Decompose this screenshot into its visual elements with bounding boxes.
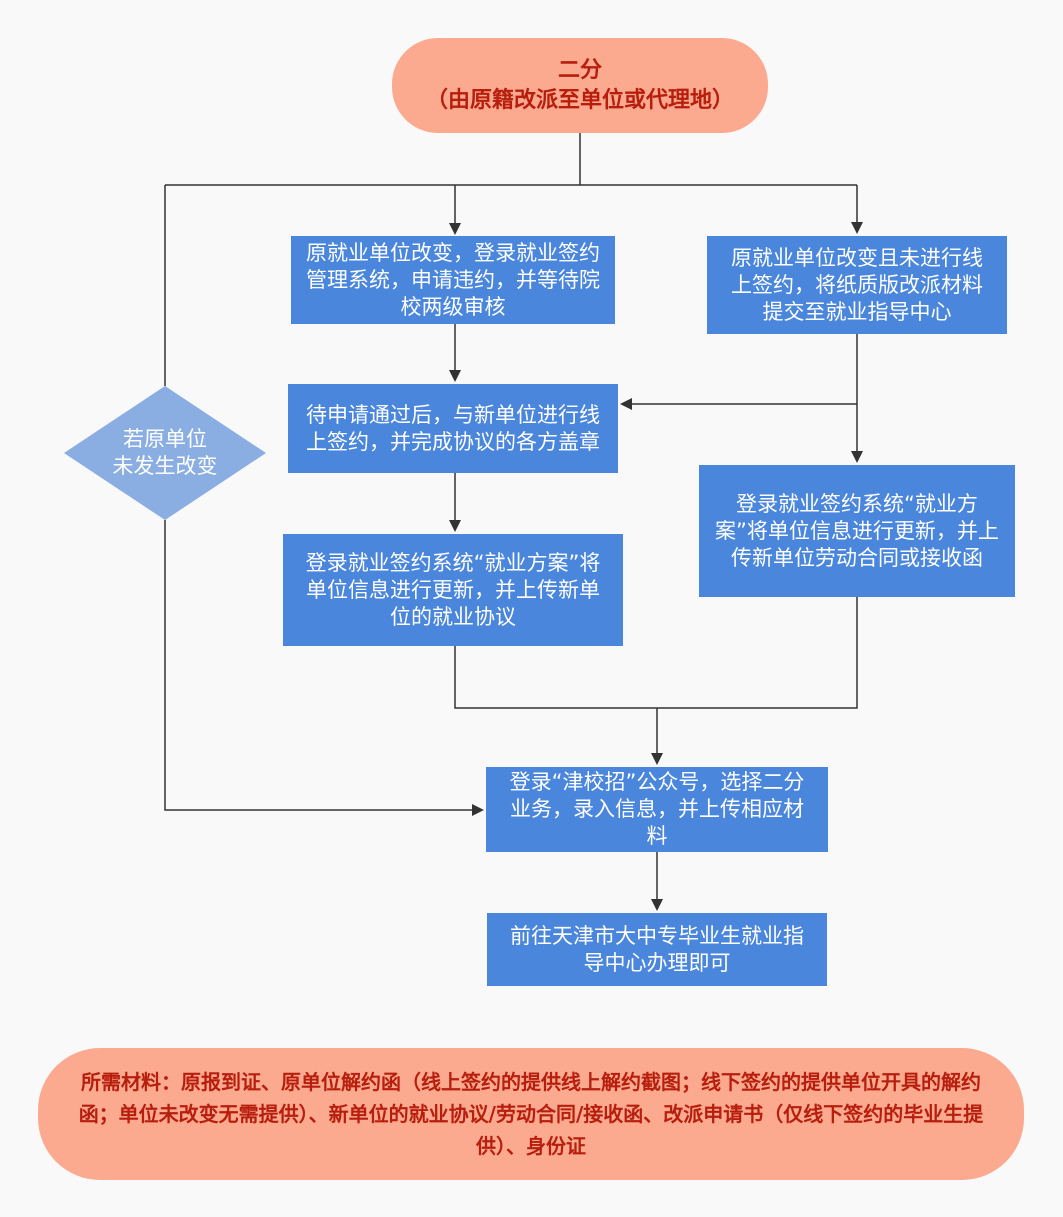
decision-label: 若原单位 未发生改变 [112, 427, 218, 478]
step-final-box: 前往天津市大中专毕业生就业指导中心办理即可 [487, 913, 827, 986]
step-right-1-text: 原就业单位改变且未进行线上签约，将纸质版改派材料提交至就业指导中心 [731, 245, 983, 324]
start-title: 二分 [557, 57, 602, 83]
materials-text: 所需材料：原报到证、原单位解约函（线上签约的提供线上解约截图；线下签约的提供单位… [78, 1070, 984, 1158]
step-merge-box: 登录“津校招”公众号，选择二分业务，录入信息，并上传相应材料 [486, 767, 828, 852]
connector-decision-merge [164, 520, 484, 816]
step-left-1-box: 原就业单位改变，登录就业签约管理系统，申请违约，并等待院校两级审核 [291, 236, 615, 324]
step-right-1-box: 原就业单位改变且未进行线上签约，将纸质版改派材料提交至就业指导中心 [707, 236, 1007, 334]
step-right-2-box: 登录就业签约系统“就业方案”将单位信息进行更新，并上传新单位劳动合同或接收函 [699, 465, 1015, 597]
step-final-text: 前往天津市大中专毕业生就业指导中心办理即可 [510, 923, 804, 975]
step-left-2-text: 待申请通过后，与新单位进行线上签约，并完成协议的各方盖章 [306, 402, 600, 454]
materials-pill: 所需材料：原报到证、原单位解约函（线上签约的提供线上解约截图；线下签约的提供单位… [38, 1048, 1024, 1180]
connector-left3-join [454, 597, 858, 709]
step-merge-text: 登录“津校招”公众号，选择二分业务，录入信息，并上传相应材料 [509, 770, 805, 848]
step-left-1-text: 原就业单位改变，登录就业签约管理系统，申请违约，并等待院校两级审核 [306, 240, 600, 319]
step-left-3-text: 登录就业签约系统“就业方案”将单位信息进行更新，并上传新单位的就业协议 [305, 550, 601, 629]
decision-diamond [64, 386, 266, 520]
step-right-2-text: 登录就业签约系统“就业方案”将单位信息进行更新，并上传新单位劳动合同或接收函 [715, 491, 999, 570]
start-subtitle: （由原籍改派至单位或代理地） [425, 87, 734, 113]
step-left-3-box: 登录就业签约系统“就业方案”将单位信息进行更新，并上传新单位的就业协议 [283, 534, 623, 646]
step-left-2-box: 待申请通过后，与新单位进行线上签约，并完成协议的各方盖章 [288, 384, 618, 473]
start-pill: 二分 （由原籍改派至单位或代理地） [392, 38, 768, 133]
